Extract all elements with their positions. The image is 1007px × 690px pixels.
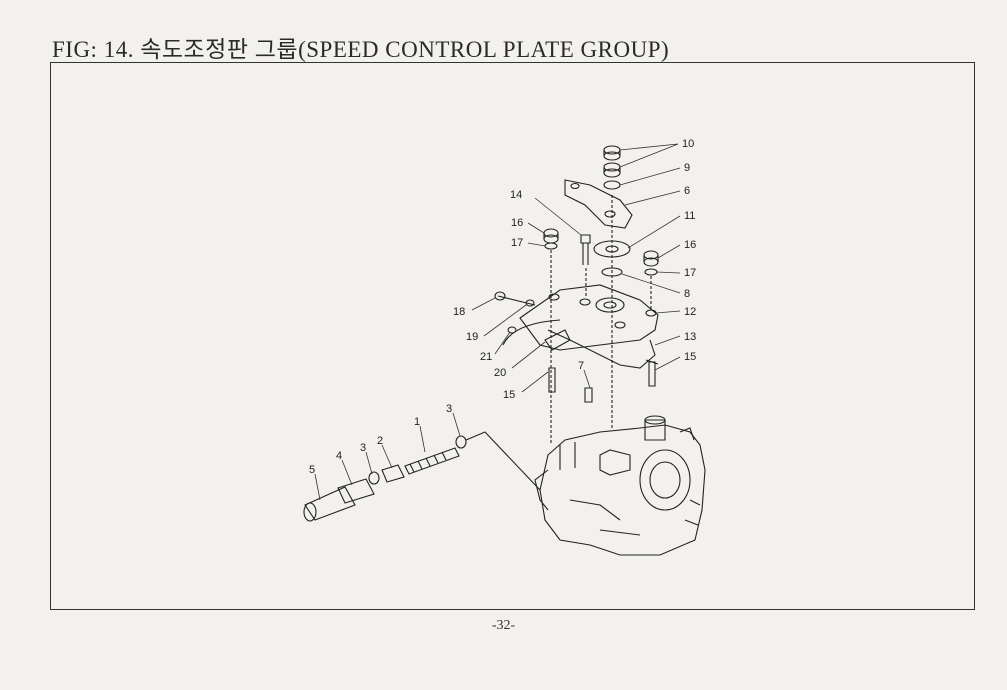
callout-16-right: 16 bbox=[684, 239, 696, 251]
figure-title: FIG: 14. 속도조정판 그룹(SPEED CONTROL PLATE GR… bbox=[52, 37, 670, 62]
callout-19: 19 bbox=[466, 331, 478, 343]
speed-lever bbox=[564, 179, 633, 229]
callout-21: 21 bbox=[480, 351, 492, 363]
callout-12: 12 bbox=[684, 306, 696, 318]
callout-7: 7 bbox=[578, 360, 584, 372]
callout-14: 14 bbox=[510, 189, 522, 201]
callout-16-left: 16 bbox=[511, 217, 523, 229]
callout-4: 4 bbox=[336, 450, 342, 462]
page-number: -32- bbox=[491, 618, 516, 633]
callout-17-right: 17 bbox=[684, 267, 696, 279]
callout-13: 13 bbox=[684, 331, 696, 343]
callout-20: 20 bbox=[494, 367, 506, 379]
callout-1: 1 bbox=[414, 416, 420, 428]
top-nuts bbox=[603, 145, 621, 190]
callout-18: 18 bbox=[453, 306, 465, 318]
speed-control-plate bbox=[519, 284, 659, 369]
callout-15-right: 15 bbox=[684, 351, 696, 363]
callout-3-top: 3 bbox=[446, 403, 452, 415]
callout-11: 11 bbox=[684, 210, 695, 222]
callout-5: 5 bbox=[309, 464, 315, 476]
callout-9: 9 bbox=[684, 162, 690, 174]
callout-8: 8 bbox=[684, 288, 690, 300]
callout-3-bottom: 3 bbox=[360, 442, 366, 454]
engine-block bbox=[534, 415, 706, 556]
drawing-frame bbox=[50, 62, 975, 610]
callout-6: 6 bbox=[684, 185, 690, 197]
callout-17-left: 17 bbox=[511, 237, 523, 249]
callout-15-left: 15 bbox=[503, 389, 515, 401]
callout-10: 10 bbox=[682, 138, 694, 150]
callout-2: 2 bbox=[377, 435, 383, 447]
plunger-assembly bbox=[303, 435, 467, 522]
